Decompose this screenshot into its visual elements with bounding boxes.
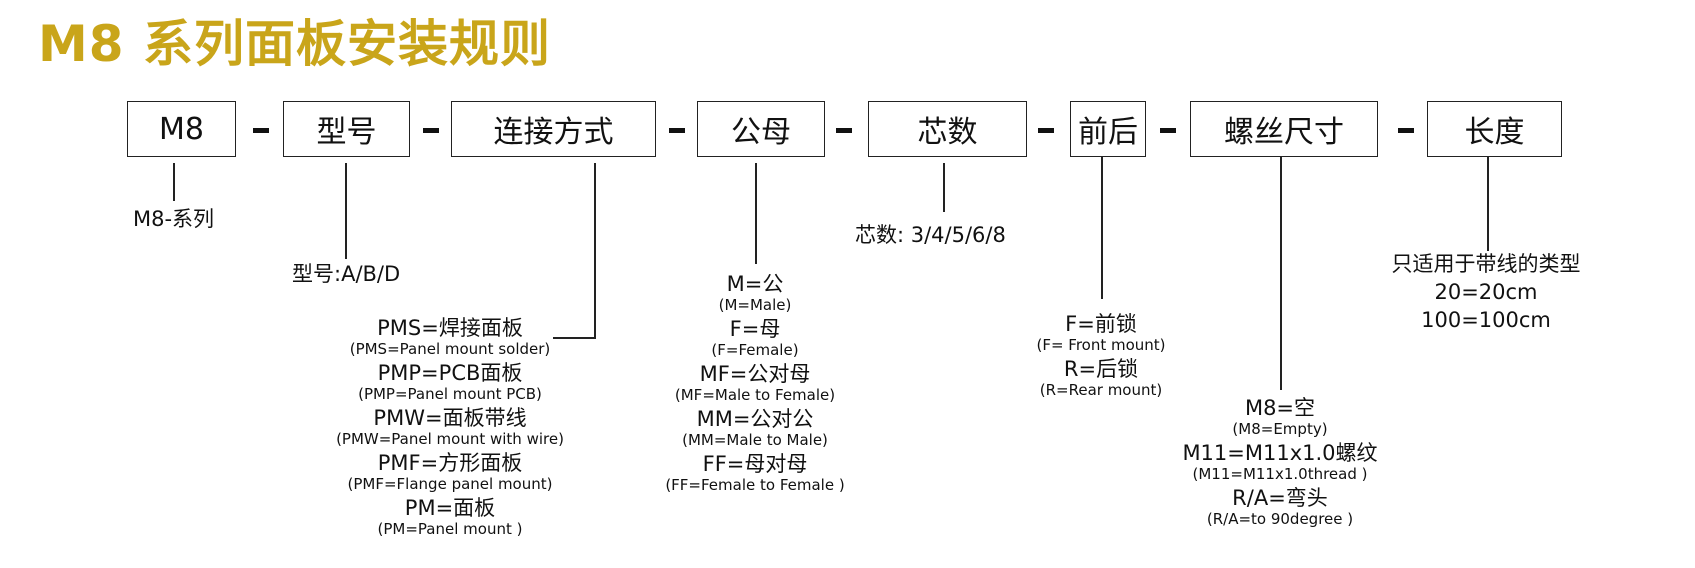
option-main: F=前锁 [1065, 312, 1137, 336]
option-sub: (R/A=to 90degree ) [1206, 509, 1354, 528]
gender-options: M=公 (M=Male) F=母 (F=Female) MF=公对母 (MF=M… [630, 272, 880, 496]
separator-dash [1398, 128, 1414, 133]
option-main: PMF=方形面板 [377, 450, 523, 475]
connector-line [943, 163, 945, 212]
separator-dash [423, 128, 439, 133]
option-sub: (PM=Panel mount ) [377, 519, 523, 538]
connector-line [1101, 157, 1103, 299]
box-front-rear: 前后 [1070, 101, 1146, 157]
mount-options: F=前锁 (F= Front mount) R=后锁 (R=Rear mount… [1001, 312, 1201, 402]
option-main: PM=面板 [404, 495, 496, 520]
option-sub: (PMF=Flange panel mount) [347, 474, 553, 493]
option-main: R=后锁 [1063, 356, 1139, 381]
length-notes: 只适用于带线的类型 20=20cm 100=100cm [1356, 252, 1616, 332]
box-gender: 公母 [697, 101, 825, 157]
option-main: FF=母对母 [702, 451, 808, 476]
option-sub: (F=Female) [711, 341, 799, 360]
separator-dash [253, 128, 269, 133]
option-sub: (PMW=Panel mount with wire) [336, 429, 564, 448]
length-note: 只适用于带线的类型 [1391, 252, 1581, 276]
connector-line [594, 163, 596, 338]
option-main: M11=M11x1.0螺纹 [1182, 440, 1378, 465]
option-sub: (M11=M11x1.0thread ) [1192, 465, 1368, 484]
connection-options: PMS=焊接面板 (PMS=Panel mount solder) PMP=PC… [300, 316, 600, 540]
option-sub: (M=Male) [718, 296, 792, 315]
box-series: M8 [127, 101, 236, 157]
model-note: 型号:A/B/D [292, 262, 401, 286]
option-main: R/A=弯头 [1232, 485, 1328, 510]
separator-dash [1038, 128, 1054, 133]
option-sub: (PMS=Panel mount solder) [349, 340, 551, 359]
connector-line [1487, 157, 1489, 251]
connector-line [345, 163, 347, 259]
length-note: 20=20cm [1434, 280, 1538, 305]
option-main: PMS=焊接面板 [377, 316, 523, 340]
separator-dash [836, 128, 852, 133]
diagram-title: M8 系列面板安装规则 [38, 15, 551, 73]
length-note: 100=100cm [1421, 308, 1551, 333]
option-main: F=母 [729, 316, 781, 341]
option-main: PMW=面板带线 [373, 405, 527, 430]
option-main: M=公 [726, 272, 784, 296]
option-main: MM=公对公 [696, 406, 814, 431]
box-model: 型号 [283, 101, 410, 157]
box-cores: 芯数 [868, 101, 1027, 157]
option-main: M8=空 [1244, 396, 1316, 420]
option-sub: (MF=Male to Female) [674, 385, 836, 404]
separator-dash [1160, 128, 1176, 133]
connector-line [755, 163, 757, 264]
screw-options: M8=空 (M8=Empty) M11=M11x1.0螺纹 (M11=M11x1… [1160, 396, 1400, 531]
box-length: 长度 [1427, 101, 1562, 157]
core-note: 芯数: 3/4/5/6/8 [855, 223, 1006, 247]
connector-line [1280, 157, 1282, 390]
option-main: PMP=PCB面板 [377, 360, 523, 385]
series-note: M8-系列 [133, 207, 215, 231]
option-sub: (M8=Empty) [1232, 420, 1328, 439]
box-connection: 连接方式 [451, 101, 656, 157]
connector-line [553, 337, 596, 339]
option-sub: (R=Rear mount) [1039, 381, 1163, 400]
separator-dash [669, 128, 685, 133]
option-sub: (FF=Female to Female ) [665, 475, 845, 494]
option-sub: (F= Front mount) [1036, 336, 1166, 355]
connector-line [173, 163, 175, 201]
option-sub: (MM=Male to Male) [682, 430, 828, 449]
box-screw-size: 螺丝尺寸 [1190, 101, 1378, 157]
option-sub: (PMP=Panel mount PCB) [358, 385, 542, 404]
option-main: MF=公对母 [699, 361, 811, 386]
